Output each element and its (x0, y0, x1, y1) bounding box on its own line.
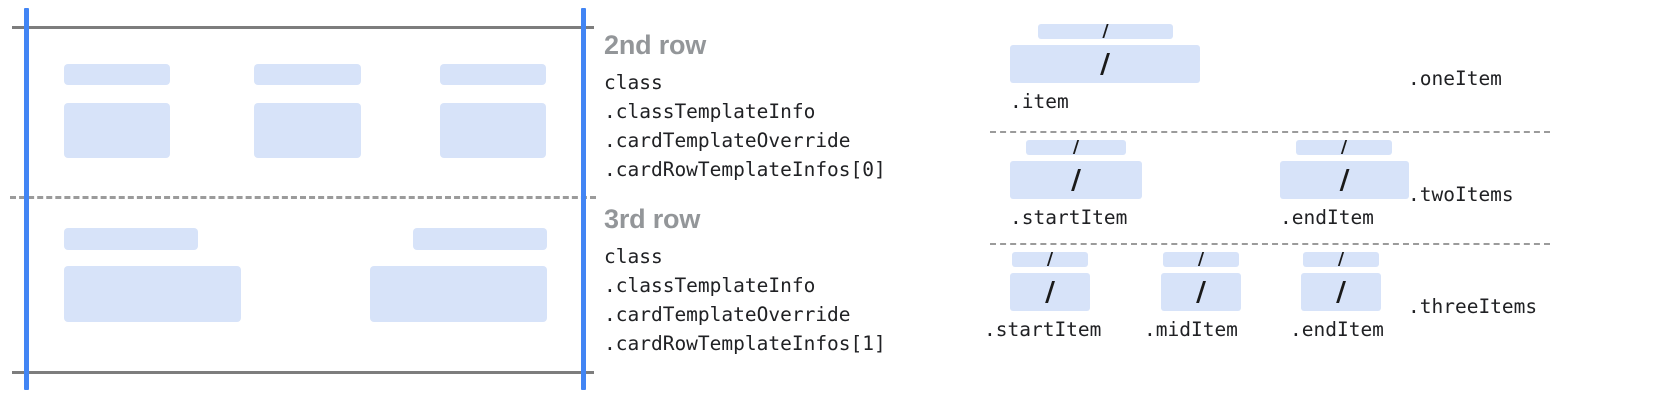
second-row-class-path: class .classTemplateInfo .cardTemplateOv… (604, 71, 886, 181)
preview-cell-title (413, 228, 547, 250)
group-label-one-item: .oneItem (1408, 67, 1502, 90)
description-column: 2nd row class .classTemplateInfo .cardTe… (604, 0, 984, 412)
preview-cell-title (440, 64, 546, 85)
third-row-heading: 3rd row (604, 204, 701, 234)
item-caption: .startItem (984, 318, 1102, 341)
slash-icon: / (1336, 276, 1346, 308)
preview-cell-body (440, 103, 546, 158)
item-body-bar: / (1161, 273, 1241, 311)
slash-icon: / (1339, 164, 1350, 196)
legend-item: / / .endItem (1290, 252, 1384, 341)
legend-item: / / .item (1010, 24, 1200, 113)
item-caption: .endItem (1280, 206, 1374, 229)
legend-item: / / .endItem (1280, 140, 1409, 229)
second-row-description: 2nd row class .classTemplateInfo .cardTe… (604, 28, 886, 184)
slash-icon: / (1045, 276, 1055, 308)
item-caption: .item (1010, 90, 1069, 113)
three-items-row: / / .startItem / / .midItem / (984, 252, 1676, 360)
group-label-two-items: .twoItems (1408, 183, 1514, 206)
row-divider-dashed (10, 196, 596, 199)
slash-icon: / (1046, 252, 1054, 267)
item-title-bar: / (1038, 24, 1173, 39)
item-title-bar: / (1303, 252, 1379, 267)
legend-divider-1 (990, 131, 1550, 133)
slash-icon: / (1337, 252, 1345, 267)
top-boundary-line (12, 26, 594, 29)
item-body-bar: / (1010, 273, 1090, 311)
item-caption: .startItem (1010, 206, 1128, 229)
item-caption: .midItem (1144, 318, 1238, 341)
preview-cell-title (64, 228, 198, 250)
preview-cell-title (64, 64, 170, 85)
legend-item: / / .midItem (1144, 252, 1241, 341)
item-body-bar: / (1010, 45, 1200, 83)
two-items-row: / / .startItem / / .endItem .twoItems (984, 140, 1676, 248)
third-row-class-path: class .classTemplateInfo .cardTemplateOv… (604, 245, 886, 355)
item-body-bar: / (1301, 273, 1381, 311)
item-body-bar: / (1280, 161, 1409, 199)
item-title-bar: / (1012, 252, 1088, 267)
group-label-three-items: .threeItems (1408, 295, 1538, 318)
left-margin-guide (24, 8, 29, 390)
item-title-bar: / (1296, 140, 1392, 155)
legend-divider-2 (990, 243, 1550, 245)
preview-cell-body (64, 266, 241, 322)
preview-cell-body (254, 103, 361, 158)
slash-icon: / (1340, 140, 1348, 155)
legend-item: / / .startItem (1010, 140, 1142, 229)
card-template-preview (0, 0, 600, 412)
item-body-bar: / (1010, 161, 1142, 199)
slash-icon: / (1197, 252, 1205, 267)
item-layout-legend: / / .item .oneItem / / .startItem (984, 0, 1676, 412)
preview-cell-title (254, 64, 361, 85)
slash-icon: / (1196, 276, 1206, 308)
bottom-boundary-line (12, 371, 594, 374)
item-caption: .endItem (1290, 318, 1384, 341)
legend-item: / / .startItem (984, 252, 1101, 341)
second-row-heading: 2nd row (604, 30, 707, 60)
slash-icon: / (1100, 48, 1110, 80)
preview-cell-body (370, 266, 547, 322)
slash-icon: / (1102, 24, 1109, 39)
item-title-bar: / (1026, 140, 1126, 155)
right-margin-guide (581, 8, 586, 390)
third-row-description: 3rd row class .classTemplateInfo .cardTe… (604, 202, 886, 358)
item-title-bar: / (1163, 252, 1239, 267)
slash-icon: / (1071, 164, 1081, 196)
slash-icon: / (1072, 140, 1080, 155)
one-item-row: / / .item .oneItem (984, 24, 1676, 132)
preview-cell-body (64, 103, 170, 158)
